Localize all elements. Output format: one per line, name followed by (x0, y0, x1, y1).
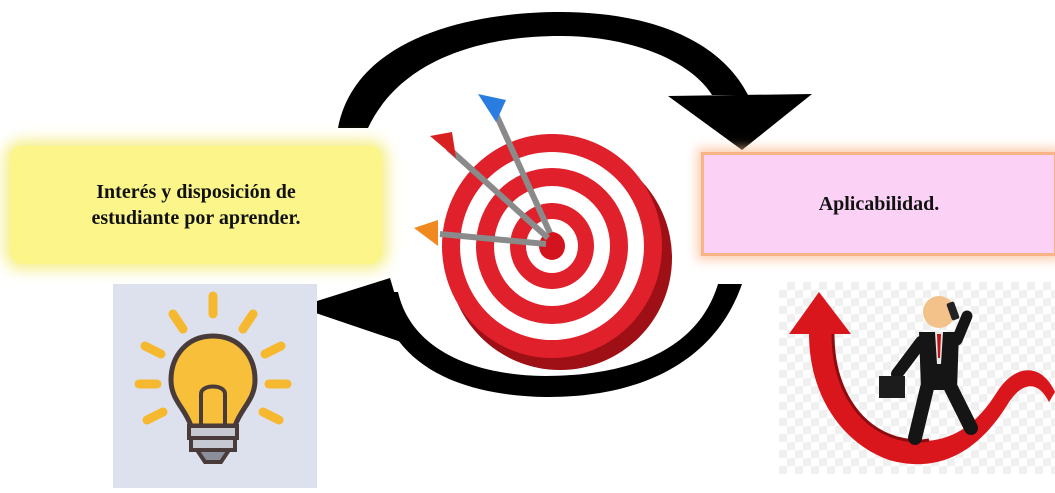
businessman-climbing-arrow-icon (789, 292, 1055, 465)
interest-box-label: Interés y disposición de estudiante por … (91, 181, 301, 229)
curved-arrow-left-icon (298, 278, 742, 398)
curved-arrow-right-icon (338, 12, 812, 150)
dartboard-target-icon (414, 94, 672, 370)
lightbulb-panel (113, 284, 317, 488)
applicability-box: Aplicabilidad. (701, 152, 1055, 256)
applicability-box-label: Aplicabilidad. (818, 192, 940, 215)
darts-icon (414, 94, 553, 247)
interest-box: Interés y disposición de estudiante por … (10, 146, 382, 264)
climber-panel (779, 282, 1055, 474)
lightbulb-icon (134, 291, 292, 464)
